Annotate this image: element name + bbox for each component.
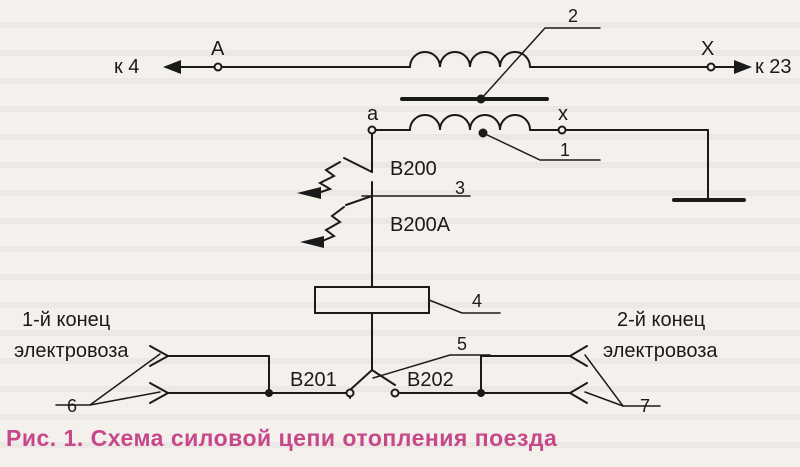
figure-caption: Рис. 1. Схема силовой цепи отопления пое…: [6, 425, 558, 451]
left-arrow-head: [163, 60, 181, 74]
contactor-b200: [297, 157, 373, 199]
branch-first-end: [149, 345, 347, 404]
terminal-x-label: x: [558, 103, 568, 125]
second-end-label-line1: 2-й конец: [617, 309, 705, 331]
terminal-X-label: X: [701, 38, 714, 60]
right-arrow-head: [734, 60, 752, 74]
callout-3: 3: [455, 178, 465, 198]
second-end-junction: [477, 389, 485, 397]
callout-2: 2: [568, 6, 578, 26]
arrow-right-label: к 23: [755, 56, 792, 78]
terminal-A-label: A: [211, 38, 225, 60]
callout-5: 5: [457, 334, 467, 354]
switch-b201-label: В201: [290, 369, 337, 391]
callout-7: 7: [640, 396, 650, 416]
terminal-a-node: [367, 125, 377, 135]
contactor-b200a: [300, 195, 373, 248]
terminal-a-label: a: [367, 103, 379, 125]
switch-b202-label: В202: [407, 369, 454, 391]
terminal-x-node: [557, 125, 567, 135]
b202-contact: [390, 388, 400, 398]
first-end-label-line1: 1-й конец: [22, 309, 110, 331]
load-resistor: [314, 286, 430, 314]
callout-1: 1: [560, 140, 570, 160]
first-end-junction: [265, 389, 273, 397]
switch-b200a-label: В200А: [390, 214, 451, 236]
terminal-A-node: [213, 62, 223, 72]
second-end-label-line2: электровоза: [603, 340, 718, 362]
primary-winding: [179, 51, 736, 68]
callout-leaders: [55, 27, 661, 407]
first-end-label-line2: электровоза: [14, 340, 129, 362]
b201-contact: [345, 388, 355, 398]
terminal-X-node: [706, 62, 716, 72]
switch-b200-label: В200: [390, 158, 437, 180]
callout-6: 6: [67, 396, 77, 416]
callout-4: 4: [472, 291, 482, 311]
arrow-left-label: к 4: [114, 56, 139, 78]
